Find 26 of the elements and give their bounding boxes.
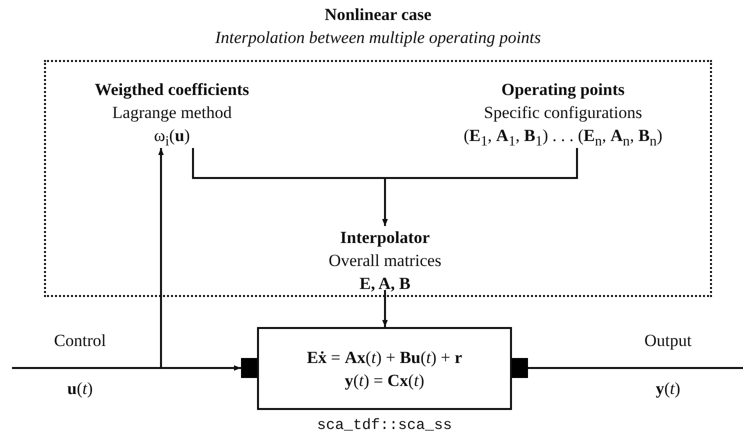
block-text: ω$_{i}$(u) — [153, 125, 191, 152]
block-text: (E$_{1}$, A$_{1}$, B$_{1}$) . . . (E$_{n}$, A$_{n}$, B$_{n}$) — [462, 125, 664, 152]
arrow — [382, 290, 388, 327]
block-title: Interpolator — [339, 227, 431, 249]
port-label: Output — [643, 330, 693, 352]
arrow — [12, 365, 241, 371]
equation: y(t) = Cx(t) — [344, 370, 424, 392]
signal-name: y(t) — [654, 378, 682, 400]
equation: Eẋ = Ax(t) + Bu(t) + r — [306, 346, 462, 368]
signal-line — [528, 367, 743, 369]
subheading: Interpolation between multiple operating points — [214, 27, 542, 49]
signal-name: u(t) — [66, 378, 94, 400]
block-title: Operating points — [500, 79, 626, 101]
port-square — [241, 358, 257, 378]
port-square — [512, 358, 528, 378]
arrow — [158, 148, 164, 368]
heading: Nonlinear case — [324, 4, 432, 26]
block-text: E, A, B — [358, 273, 412, 295]
block-text: Specific configurations — [482, 102, 644, 124]
arrow — [382, 148, 578, 226]
class-name-caption: sca_tdf::sca_ss — [316, 417, 454, 434]
port-label: Control — [53, 330, 107, 352]
block-title: Weigthed coefficients — [94, 79, 250, 101]
block-text: Overall matrices — [328, 250, 442, 272]
block-text: Lagrange method — [111, 102, 233, 124]
system-block — [257, 327, 512, 410]
